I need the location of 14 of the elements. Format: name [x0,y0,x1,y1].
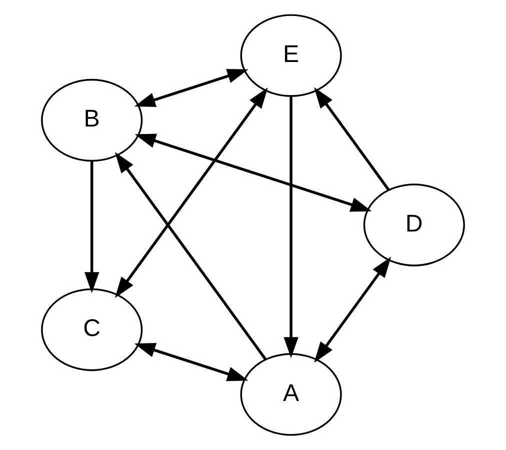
node-ellipse: D [363,184,465,266]
arrow [134,343,248,382]
node-ellipse: E [240,14,342,97]
arrow [134,134,372,212]
arrow [314,256,392,363]
arrow [314,87,390,191]
arrow [284,96,298,358]
node-ellipse: B [41,78,143,162]
arrow [84,161,100,294]
node-ellipse: C [41,288,143,372]
node-ellipse: A [240,353,342,436]
arrow [114,152,267,360]
arrow [134,68,248,107]
arrow [114,87,268,298]
